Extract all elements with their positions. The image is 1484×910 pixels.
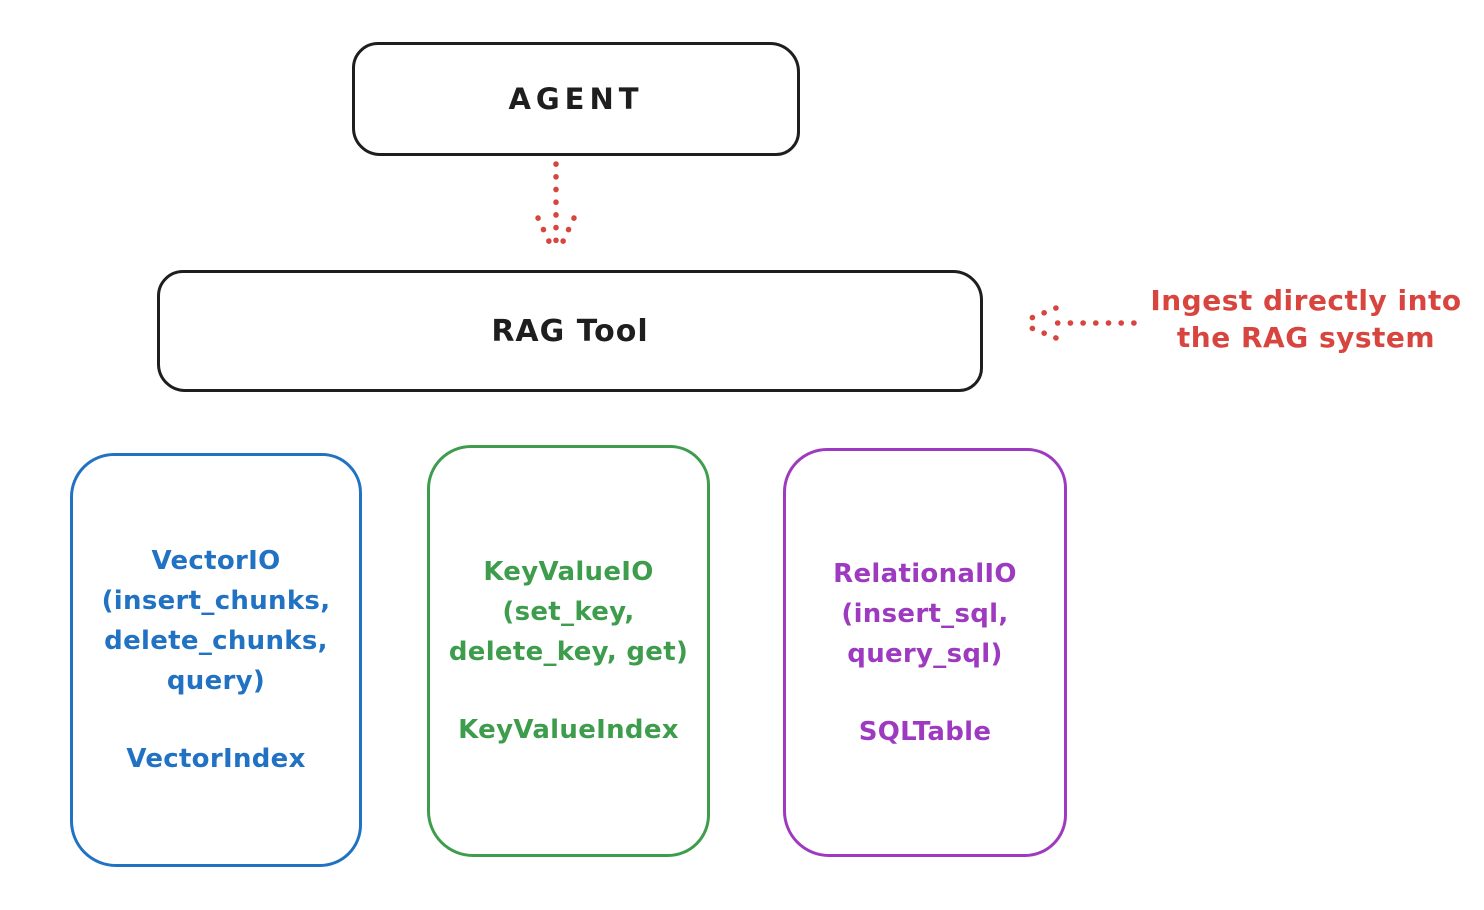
module-card-vectorio: VectorIO (insert_chunks, delete_chunks, … — [70, 453, 362, 867]
vectorio-index-label: VectorIndex — [126, 744, 306, 774]
rag-tool-node: RAG Tool — [157, 270, 983, 392]
ingest-annotation: Ingest directly into the RAG system — [1150, 284, 1462, 354]
agent-node: AGENT — [352, 42, 800, 156]
relationalio-methods-label: RelationalIO (insert_sql, query_sql) — [833, 558, 1017, 669]
rag-tool-label: RAG Tool — [491, 313, 649, 349]
keyvalueio-index-label: KeyValueIndex — [458, 715, 679, 745]
keyvalueio-methods-label: KeyValueIO (set_key, delete_key, get) — [448, 557, 689, 667]
relationalio-index-label: SQLTable — [858, 716, 992, 747]
agent-label: AGENT — [508, 82, 644, 116]
ingest-arrow-icon — [1021, 305, 1137, 341]
module-card-keyvalueio: KeyValueIO (set_key, delete_key, get) Ke… — [427, 445, 710, 857]
module-card-relationalio: RelationalIO (insert_sql, query_sql) SQL… — [783, 448, 1067, 857]
vectorio-methods-label: VectorIO (insert_chunks, delete_chunks, … — [101, 546, 331, 696]
agent-to-rag-arrow-icon — [535, 161, 577, 255]
